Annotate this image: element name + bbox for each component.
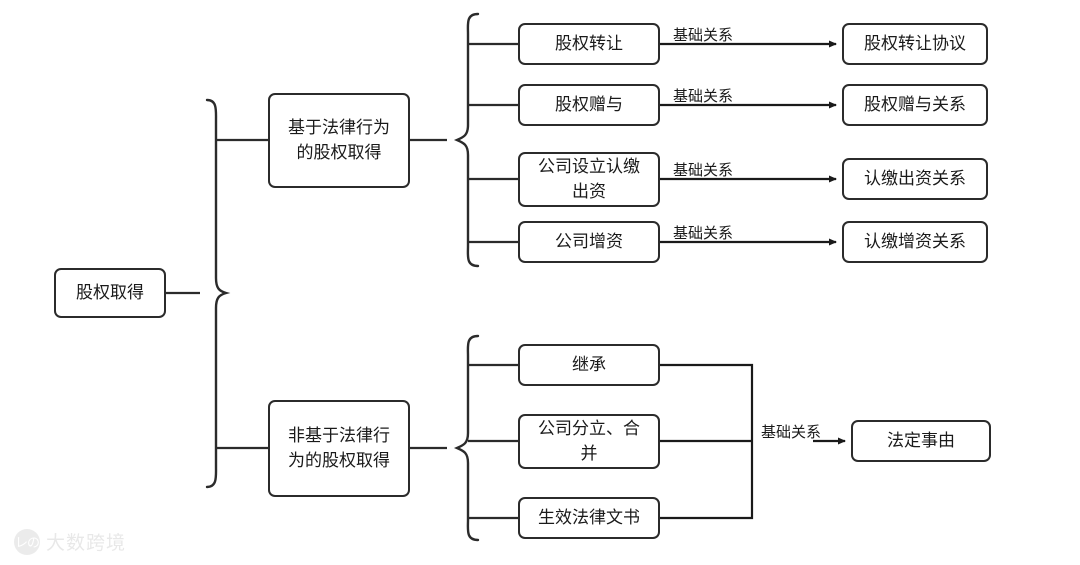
node-root-label: 股权取得 bbox=[76, 282, 144, 302]
node-legal-item-2[interactable]: 公司设立认缴 出资 bbox=[518, 152, 660, 207]
node-legal-result-3-label: 认缴增资关系 bbox=[864, 231, 966, 251]
node-nonlegal-result-label: 法定事由 bbox=[887, 430, 955, 450]
node-legal-item-3[interactable]: 公司增资 bbox=[518, 221, 660, 263]
node-root[interactable]: 股权取得 bbox=[54, 268, 166, 318]
node-legal-item-1[interactable]: 股权赠与 bbox=[518, 84, 660, 126]
node-nonlegal-item-1-label: 公司分立、合 并 bbox=[538, 418, 640, 463]
node-nonlegal-item-2-label: 生效法律文书 bbox=[538, 507, 640, 527]
node-nonlegal-result[interactable]: 法定事由 bbox=[851, 420, 991, 462]
watermark-logo-icon: レの bbox=[14, 528, 40, 555]
edge-label-legal-1: 基础关系 bbox=[672, 88, 734, 105]
node-legal-result-1-label: 股权赠与关系 bbox=[864, 94, 966, 114]
node-legal-item-1-label: 股权赠与 bbox=[555, 94, 623, 114]
node-legal-item-2-label: 公司设立认缴 出资 bbox=[538, 156, 640, 201]
node-branch-legal[interactable]: 基于法律行为 的股权取得 bbox=[268, 93, 410, 188]
node-nonlegal-item-2[interactable]: 生效法律文书 bbox=[518, 497, 660, 539]
node-nonlegal-item-1[interactable]: 公司分立、合 并 bbox=[518, 414, 660, 469]
node-legal-result-0[interactable]: 股权转让协议 bbox=[842, 23, 988, 65]
node-legal-item-0[interactable]: 股权转让 bbox=[518, 23, 660, 65]
watermark: レの 大数跨境 bbox=[14, 528, 126, 555]
node-legal-item-0-label: 股权转让 bbox=[555, 33, 623, 53]
node-branch-legal-label: 基于法律行为 的股权取得 bbox=[288, 117, 390, 162]
node-legal-result-2[interactable]: 认缴出资关系 bbox=[842, 158, 988, 200]
edge-label-nonlegal: 基础关系 bbox=[761, 424, 822, 441]
edge-label-legal-2: 基础关系 bbox=[672, 162, 734, 179]
node-legal-result-1[interactable]: 股权赠与关系 bbox=[842, 84, 988, 126]
watermark-text: 大数跨境 bbox=[46, 533, 127, 554]
node-nonlegal-item-0-label: 继承 bbox=[572, 354, 606, 374]
node-branch-nonlegal[interactable]: 非基于法律行 为的股权取得 bbox=[268, 400, 410, 497]
edge-label-legal-3: 基础关系 bbox=[672, 225, 734, 242]
node-legal-item-3-label: 公司增资 bbox=[555, 231, 623, 251]
node-legal-result-0-label: 股权转让协议 bbox=[864, 33, 966, 53]
node-legal-result-2-label: 认缴出资关系 bbox=[864, 168, 966, 188]
node-nonlegal-item-0[interactable]: 继承 bbox=[518, 344, 660, 386]
edge-label-legal-0: 基础关系 bbox=[672, 27, 734, 44]
node-branch-nonlegal-label: 非基于法律行 为的股权取得 bbox=[288, 425, 390, 470]
node-legal-result-3[interactable]: 认缴增资关系 bbox=[842, 221, 988, 263]
